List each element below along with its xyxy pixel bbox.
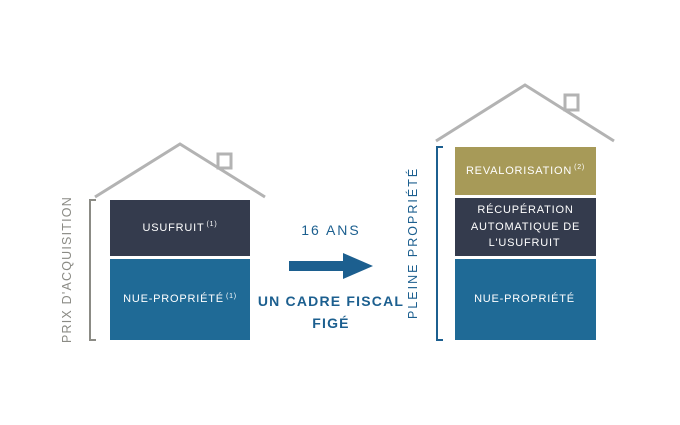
left-axis-label: PRIX D'ACQUISITION (60, 196, 74, 344)
right-axis-label: PLEINE PROPRIÉTÉ (406, 166, 420, 320)
revalorisation-box: REVALORISATION(2) (455, 147, 596, 195)
usufruit-box-label: USUFRUIT(1) (143, 220, 218, 237)
nue-propriete-box-right: NUE-PROPRIÉTÉ (455, 259, 596, 340)
caption-line-1: UN CADRE FISCAL (257, 293, 405, 309)
left-bracket (89, 199, 96, 341)
box-label-sup: (2) (574, 164, 586, 172)
caption-line-2: FIGÉ (312, 315, 350, 332)
usufruit-box: USUFRUIT(1) (110, 200, 250, 256)
box-label-sup: (1) (206, 221, 218, 229)
duration-label: 16 ANS (301, 222, 361, 238)
recuperation-usufruit-box-label: RÉCUPÉRATION AUTOMATIQUE DE L'USUFRUIT (464, 202, 587, 252)
box-label-text: RÉCUPÉRATION AUTOMATIQUE DE L'USUFRUIT (470, 204, 581, 250)
right-bracket (436, 146, 443, 341)
box-label-text: NUE-PROPRIÉTÉ (123, 293, 224, 306)
box-label-text: USUFRUIT (142, 221, 205, 234)
nue-propriete-box-right-label: NUE-PROPRIÉTÉ (474, 291, 577, 308)
recuperation-usufruit-box: RÉCUPÉRATION AUTOMATIQUE DE L'USUFRUIT (455, 198, 596, 256)
right-house-roof-icon (435, 83, 615, 143)
arrow-right-icon (289, 251, 373, 281)
box-label-sup: (1) (225, 292, 237, 300)
left-house-roof-icon (94, 142, 266, 199)
nue-propriete-box-left: NUE-PROPRIÉTÉ(1) (110, 259, 250, 340)
right-chimney-icon (563, 93, 580, 112)
box-label-text: NUE-PROPRIÉTÉ (474, 293, 575, 306)
left-chimney-icon (216, 152, 233, 170)
caption: UN CADRE FISCAL FIGÉ (251, 290, 411, 335)
revalorisation-box-label: REVALORISATION(2) (466, 163, 585, 180)
box-label-text: REVALORISATION (465, 164, 573, 177)
nue-propriete-box-left-label: NUE-PROPRIÉTÉ(1) (123, 291, 237, 308)
